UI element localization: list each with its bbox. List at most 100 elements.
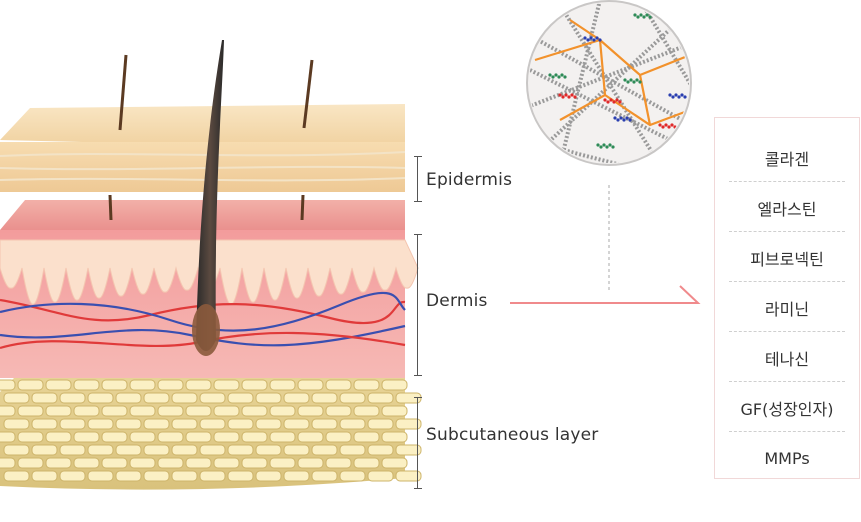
fat-cell [325, 405, 352, 417]
component-item: MMPs [764, 448, 810, 468]
fat-cell [3, 470, 30, 482]
molecule-dot [609, 98, 613, 102]
subcutaneous-label: Subcutaneous layer [426, 425, 599, 445]
fat-cell [339, 392, 366, 404]
fat-cell [255, 392, 282, 404]
fat-cell [199, 444, 226, 456]
fat-cell [143, 444, 170, 456]
dermis-arrow [510, 285, 701, 304]
molecule-dot [589, 36, 593, 40]
component-item: 콜라겐 [764, 150, 810, 169]
molecule-dot [603, 98, 607, 102]
fat-cell [381, 379, 408, 391]
epidermis-bracket [414, 156, 422, 202]
component-item: 테나신 [764, 350, 810, 369]
molecule-dot [648, 15, 652, 19]
molecule-dot [596, 143, 600, 147]
fat-cell [325, 457, 352, 469]
fat-cell [87, 444, 114, 456]
molecule-dot [608, 143, 612, 147]
collagen-fiber-circle-icon [526, 0, 692, 166]
component-divider [729, 181, 845, 182]
fat-cell [227, 392, 254, 404]
molecule-dot [664, 123, 668, 127]
molecule-dot [592, 38, 596, 42]
molecule-dot [632, 80, 636, 84]
molecule-dot [622, 118, 626, 122]
fat-cell [129, 457, 156, 469]
molecule-dot [573, 95, 577, 99]
fat-cell [31, 418, 58, 430]
fat-cell [269, 457, 296, 469]
molecule-dot [612, 100, 616, 104]
fat-cell [143, 392, 170, 404]
fat-cell [311, 444, 338, 456]
fat-cell [157, 457, 184, 469]
molecule-dot [564, 93, 568, 97]
fat-cell [241, 379, 268, 391]
fat-cell [325, 431, 352, 443]
fat-cell [381, 431, 408, 443]
fat-cell [87, 392, 114, 404]
molecule-dot [636, 15, 640, 19]
molecule-dot [557, 75, 561, 79]
fat-cell [59, 418, 86, 430]
fat-cell [171, 470, 198, 482]
fat-cell [241, 457, 268, 469]
fat-cell [353, 431, 380, 443]
molecule-dot [616, 118, 620, 122]
fat-cell [73, 431, 100, 443]
fat-cell [395, 392, 422, 404]
fat-cell [0, 379, 16, 391]
fat-cell [185, 379, 212, 391]
fat-cell [17, 431, 44, 443]
molecule-dot [567, 95, 571, 99]
fat-cell [269, 405, 296, 417]
molecule-dot [618, 100, 622, 104]
fat-cell [353, 379, 380, 391]
fat-cell [0, 431, 16, 443]
fat-cell [381, 457, 408, 469]
components-box: 콜라겐 엘라스틴 피브로넥틴 라미닌 테나신 GF(성장인자) MMPs [714, 117, 860, 479]
collagen-fiber [558, 3, 662, 163]
fat-cell [31, 392, 58, 404]
component-item: 피브로넥틴 [750, 250, 824, 269]
molecule-dot [625, 116, 629, 120]
molecule-dot [633, 13, 637, 17]
fat-cell [241, 431, 268, 443]
molecule-dot [598, 38, 602, 42]
fat-cell [227, 418, 254, 430]
fat-cell [143, 470, 170, 482]
molecule-dot [670, 123, 674, 127]
component-divider [729, 431, 845, 432]
fat-cell [31, 444, 58, 456]
fat-cell [395, 444, 422, 456]
fat-cell [311, 418, 338, 430]
molecule-dot [668, 93, 672, 97]
fat-cell [381, 405, 408, 417]
fat-cell [339, 444, 366, 456]
fat-cell [241, 405, 268, 417]
fat-cell [339, 418, 366, 430]
molecule-dot [554, 73, 558, 77]
fat-cell [213, 457, 240, 469]
fat-cell [87, 418, 114, 430]
molecule-dot [586, 38, 590, 42]
fat-cell [269, 379, 296, 391]
component-divider [729, 231, 845, 232]
subcutaneous-bracket [414, 397, 422, 489]
collagen-fiber [529, 68, 689, 152]
fat-cell [395, 418, 422, 430]
fat-cell [73, 457, 100, 469]
component-divider [729, 281, 845, 282]
fat-cell [297, 405, 324, 417]
fat-cell [115, 418, 142, 430]
fat-cell [129, 405, 156, 417]
fat-cell [101, 379, 128, 391]
molecule-dot [623, 78, 627, 82]
fat-cell [59, 444, 86, 456]
fat-cell [367, 470, 394, 482]
fat-cell [101, 431, 128, 443]
